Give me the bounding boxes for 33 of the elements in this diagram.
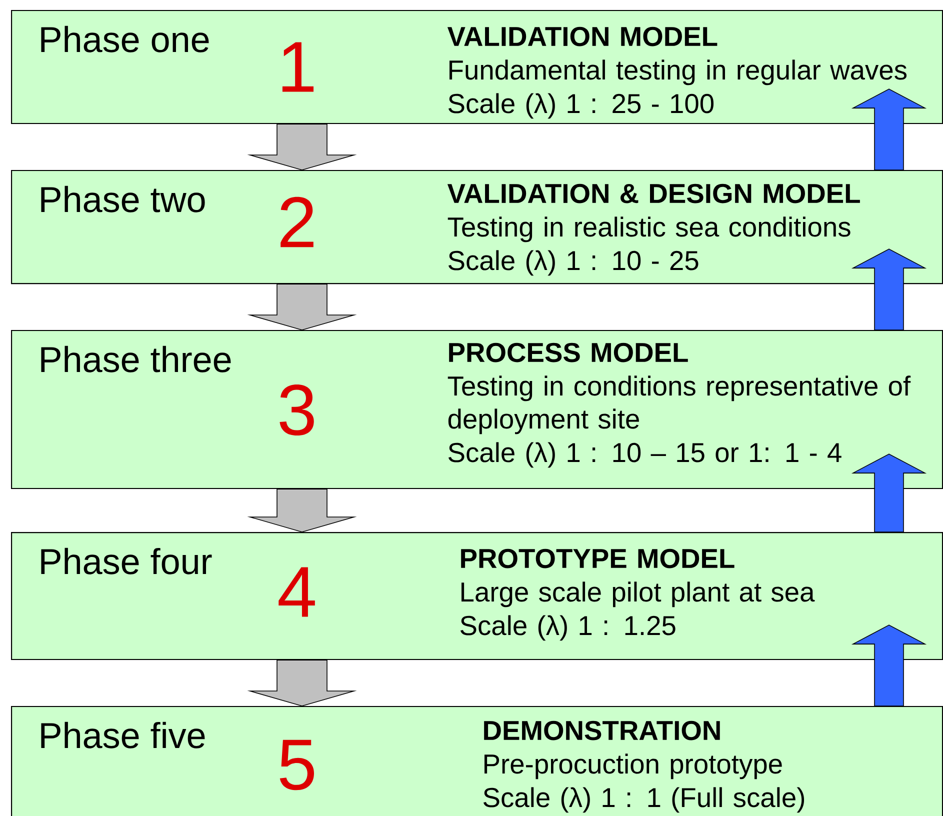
phase-number: 3 [280,384,314,436]
scale-text: Scale (λ) 1 : 10 - 25 [448,250,698,276]
scale-text: Scale (λ) 1 : 10 – 15 or 1: 1 - 4 [448,442,842,468]
description-text: Testing in conditions representative of deployment site [448,376,911,434]
block-arrow [247,488,357,532]
scale-text: Scale (λ) 1 : 1 (Full scale) [484,787,804,813]
model-title: PROTOTYPE MODEL [461,548,734,568]
description-text: Pre-procuction prototype [484,754,782,780]
description-text: Large scale pilot plant at sea [462,582,815,608]
phase-number: 4 [278,567,315,617]
phase-number: 5 [280,740,314,790]
scale-text: Scale (λ) 1 : 25 - 100 [448,93,714,119]
phase-label: Phase three [41,346,231,372]
phase-label: Phase two [41,186,205,212]
description-text: Testing in realistic sea conditions [448,216,850,242]
block-arrow [247,124,357,170]
block-arrow [247,660,357,706]
phase-label: Phase four [41,548,212,574]
description-text: Fundamental testing in regular waves [450,60,907,86]
phase-label: Phase five [41,722,205,748]
phase-number: 1 [282,42,314,92]
block-arrow [247,284,357,330]
phase-label: Phase one [41,26,209,52]
block-arrow [851,454,927,532]
model-title: VALIDATION MODEL [447,26,718,46]
block-arrow [851,248,927,330]
model-title: DEMONSTRATION [484,720,720,740]
phase-number: 2 [280,196,314,248]
model-title: PROCESS MODEL [449,342,688,362]
block-arrow [851,88,927,170]
scale-text: Scale (λ) 1 : 1.25 [460,615,676,641]
model-title: VALIDATION & DESIGN MODEL [447,184,860,204]
block-arrow [851,624,927,706]
